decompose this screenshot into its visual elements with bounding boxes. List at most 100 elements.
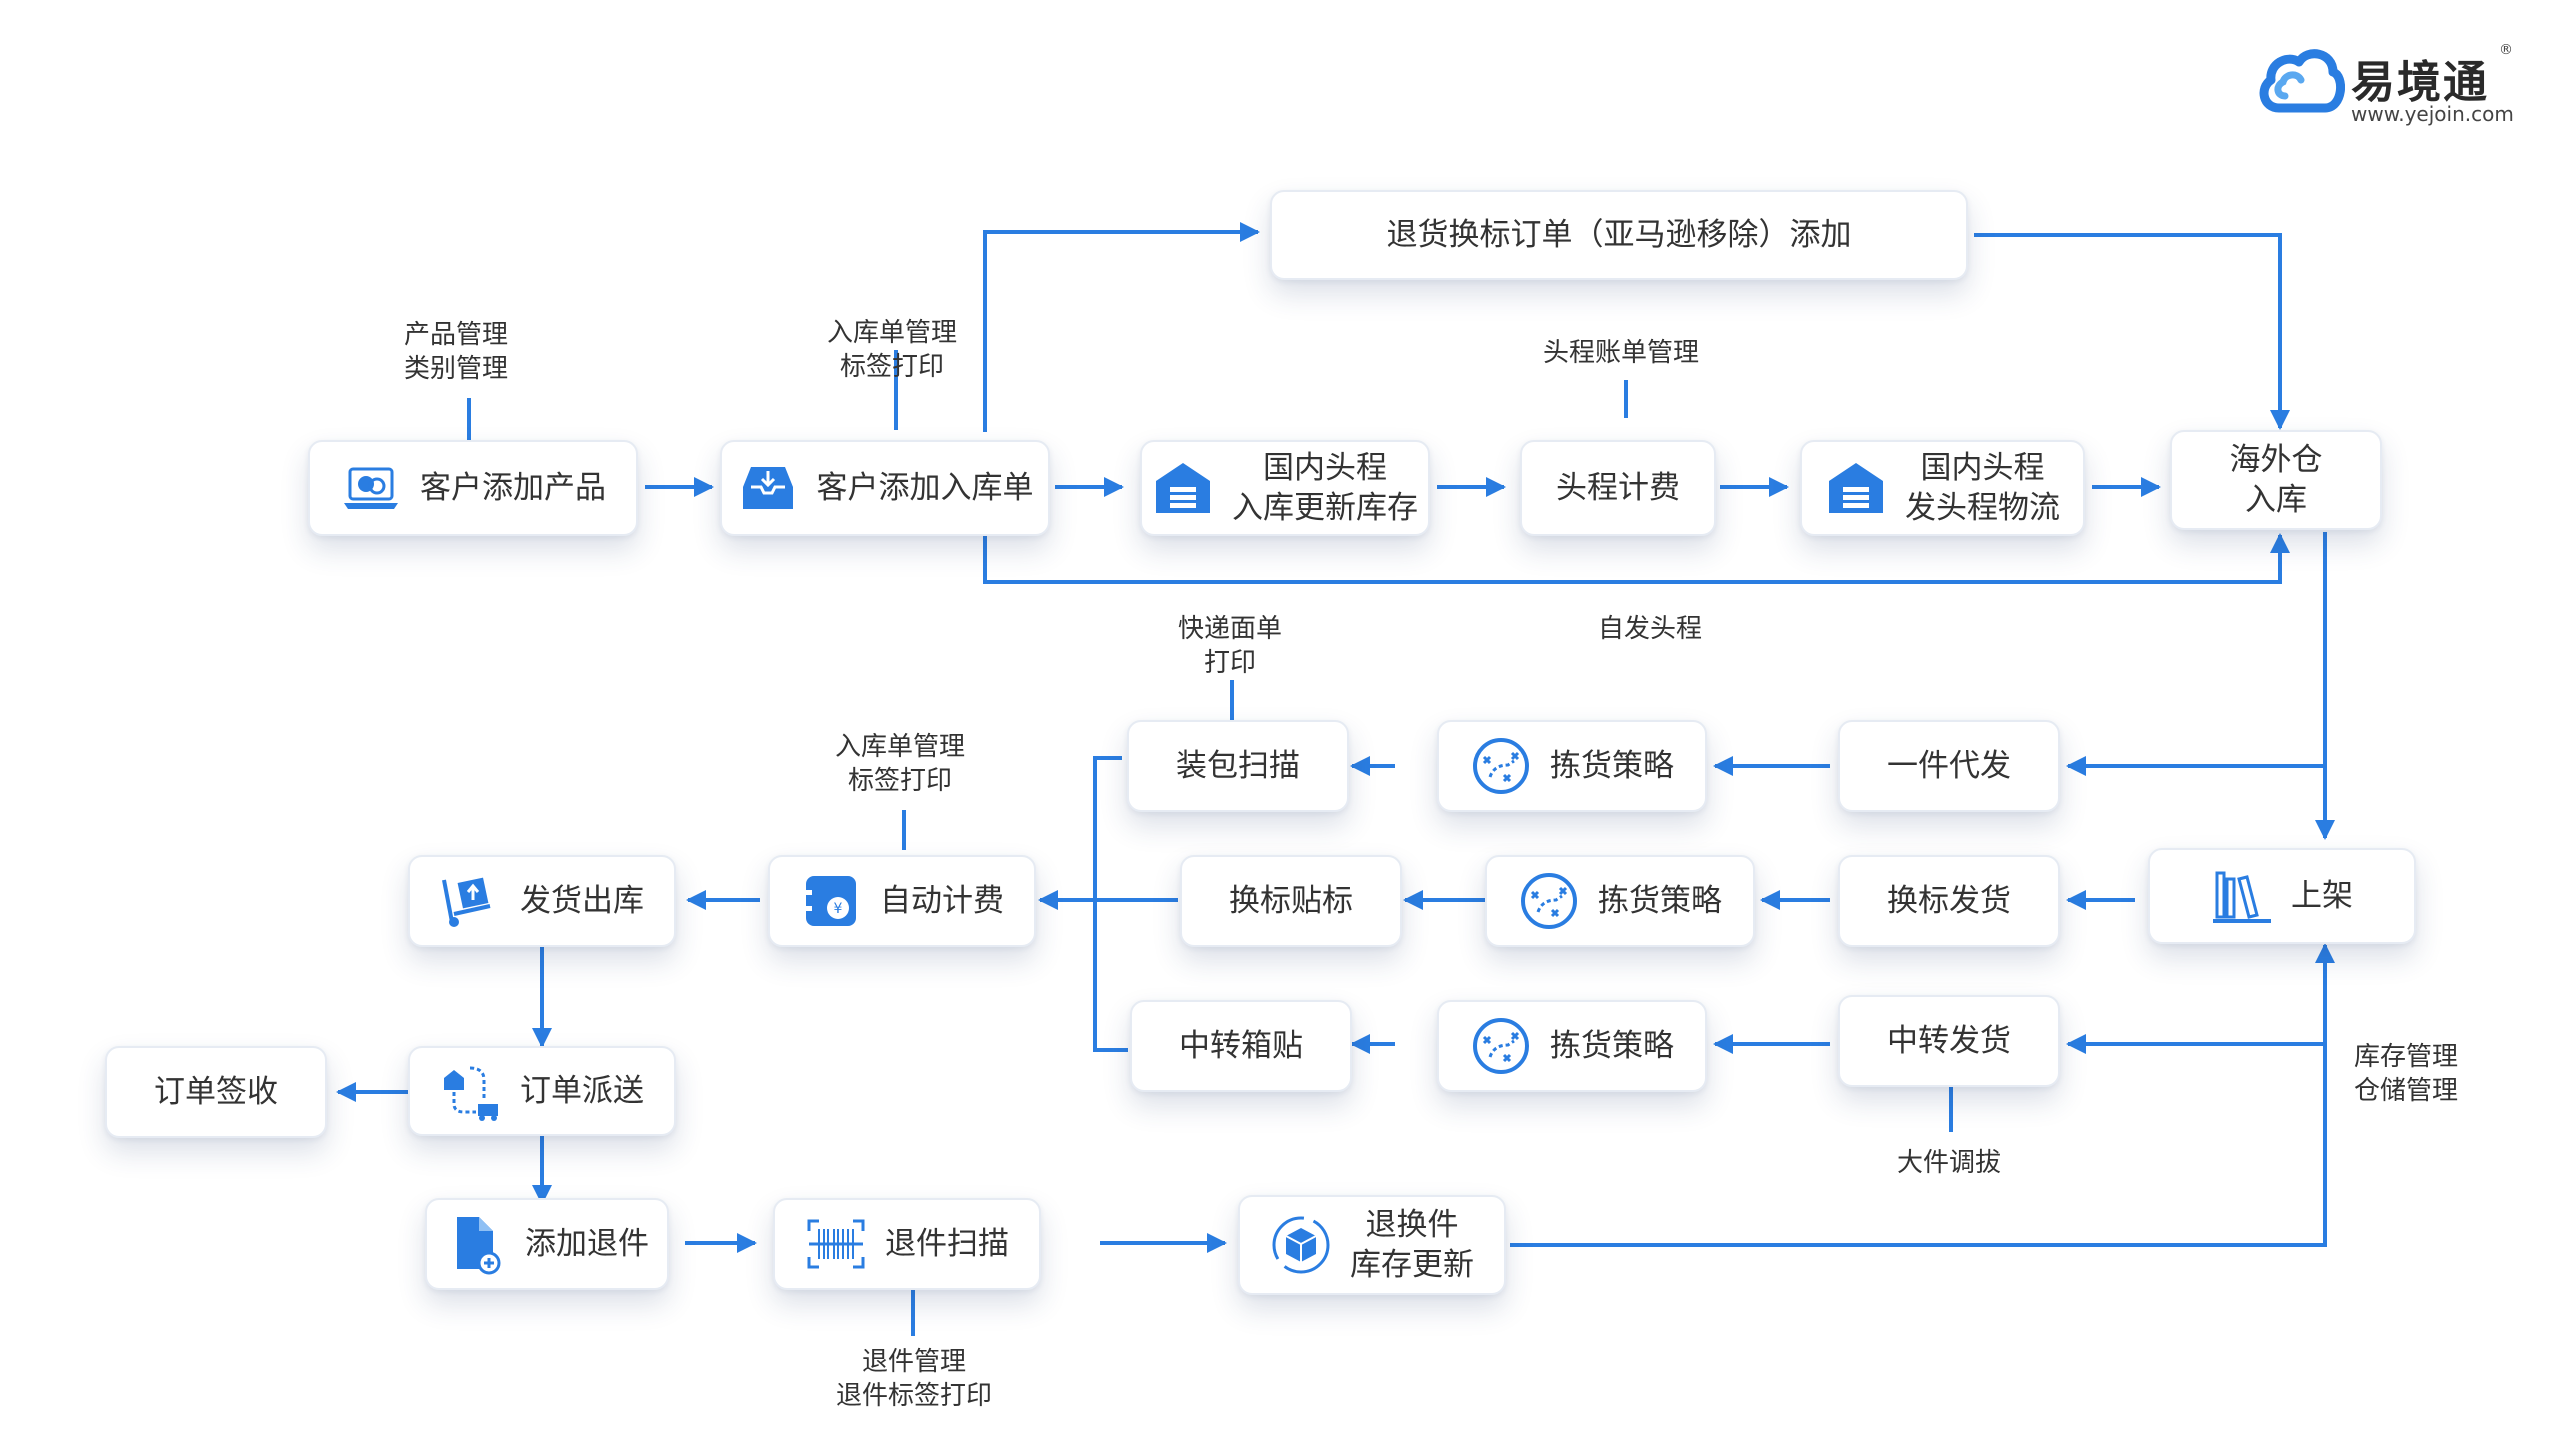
warehouse-icon [1152,457,1214,519]
note-return-mgmt-line1: 退件管理 [862,1347,967,1377]
laptop-payment-icon [340,457,402,519]
relabel-box: 换标贴标 [1180,855,1402,947]
pick-strategy-label-2: 拣货策略 [1598,882,1722,919]
shelve-label: 上架 [2291,877,2353,914]
return-relabel-order-box: 退货换标订单（亚马逊移除）添加 [1270,190,1968,280]
pick-strategy-box-3: 拣货策略 [1437,1000,1707,1092]
warehouse-icon [1825,457,1887,519]
inbox-download-icon [737,457,799,519]
overseas-inbound-box: 海外仓入库 [2170,430,2382,530]
return-scan-label: 退件扫描 [885,1225,1009,1262]
note-first-leg-bill: 头程账单管理 [1543,336,1699,370]
first-leg-billing-label: 头程计费 [1556,469,1680,506]
pick-strategy-label-1: 拣货策略 [1550,747,1674,784]
document-add-icon [445,1213,507,1275]
domestic-ship-line2: 发头程物流 [1905,490,2060,526]
overseas-inbound-label: 海外仓入库 [2230,440,2323,521]
note-first-leg-bill-line1: 头程账单管理 [1543,338,1700,368]
auto-billing-box: ¥ 自动计费 [768,855,1036,947]
note-express-print-line2: 打印 [1204,648,1257,679]
single-dropship-label: 一件代发 [1887,747,2011,784]
add-inbound-order-label: 客户添加入库单 [816,469,1034,506]
note-inbound-mgmt-2-line2: 标签打印 [848,766,953,797]
return-scan-box: 退件扫描 [773,1198,1041,1290]
pack-scan-label: 装包扫描 [1176,747,1300,784]
domestic-inbound-label: 国内头程入库更新库存 [1232,448,1418,529]
add-product-box: 客户添加产品 [308,440,638,536]
note-product-management: 产品管理 类别管理 [404,318,508,387]
return-exchange-label: 退换件库存更新 [1350,1205,1474,1286]
logo-url: www.yejoin.com [2351,102,2514,126]
transfer-box-label-box: 中转箱贴 [1130,1000,1352,1092]
note-self-first-leg: 自发头程 [1598,612,1702,646]
strategy-play-icon [1518,870,1580,932]
transfer-ship-box: 中转发货 [1838,995,2060,1087]
note-express-print-line1: 快递面单 [1178,614,1283,644]
add-return-box: 添加退件 [425,1198,669,1290]
note-express-print: 快递面单 打印 [1178,612,1282,681]
barcode-scan-icon [805,1213,867,1275]
domestic-inbound-line2: 入库更新库存 [1232,490,1418,526]
relabel-label: 换标贴标 [1229,882,1353,919]
strategy-play-icon [1470,1015,1532,1077]
ship-out-box: 发货出库 [408,855,676,947]
note-inventory-mgmt-line2: 仓储管理 [2354,1076,2459,1107]
strategy-play-icon [1470,735,1532,797]
note-return-mgmt-line2: 退件标签打印 [836,1381,993,1412]
books-shelf-icon [2211,865,2273,927]
brand-logo: 易境通 ® www.yejoin.com [2255,38,2515,138]
overseas-inbound-line2: 入库 [2245,482,2307,518]
domestic-inbound-line1: 国内头程 [1263,449,1387,486]
pick-strategy-label-3: 拣货策略 [1550,1027,1674,1064]
transfer-ship-label: 中转发货 [1887,1022,2011,1059]
auto-billing-label: 自动计费 [880,882,1004,919]
add-return-label: 添加退件 [525,1225,649,1262]
note-inbound-mgmt-1-line1: 入库单管理 [827,318,958,348]
pick-strategy-box-2: 拣货策略 [1485,855,1755,947]
domestic-ship-line1: 国内头程 [1920,449,2045,486]
order-sign-label: 订单签收 [154,1073,278,1110]
pick-strategy-box-1: 拣货策略 [1437,720,1707,812]
return-exchange-line2: 库存更新 [1350,1247,1474,1283]
note-inbound-management-2: 入库单管理 标签打印 [835,730,965,799]
domestic-ship-label: 国内头程发头程物流 [1905,448,2060,529]
domestic-ship-box: 国内头程发头程物流 [1800,440,2085,536]
logo-brand-text: 易境通 [2351,57,2489,108]
note-inbound-management-1: 入库单管理 标签打印 [827,316,957,385]
note-self-first-leg-line1: 自发头程 [1598,614,1703,644]
return-exchange-line1: 退换件 [1365,1206,1459,1243]
return-relabel-order-label: 退货换标订单（亚马逊移除）添加 [1386,216,1852,253]
cube-refresh-icon [1270,1214,1332,1276]
first-leg-billing-box: 头程计费 [1520,440,1716,536]
add-inbound-order-box: 客户添加入库单 [720,440,1050,536]
note-inbound-mgmt-1-line2: 标签打印 [840,352,945,383]
note-large-transfer: 大件调拔 [1897,1146,2001,1180]
transfer-box-label-label: 中转箱贴 [1179,1027,1303,1064]
note-large-transfer-line1: 大件调拔 [1897,1148,2002,1178]
ship-out-label: 发货出库 [520,882,644,919]
delivery-route-icon [440,1060,502,1122]
note-product-mgmt-line2: 类别管理 [404,354,509,385]
note-inbound-mgmt-2-line1: 入库单管理 [835,732,966,762]
order-delivery-label: 订单派送 [520,1072,644,1109]
single-dropship-box: 一件代发 [1838,720,2060,812]
logo-registered-mark: ® [2499,42,2513,58]
note-inventory-mgmt-line1: 库存管理 [2354,1042,2459,1072]
order-delivery-box: 订单派送 [408,1046,676,1136]
note-return-management: 退件管理 退件标签打印 [836,1345,992,1414]
order-sign-box: 订单签收 [105,1046,327,1138]
cloud-logo-icon [2259,49,2345,113]
svg-text:¥: ¥ [834,901,843,917]
hand-truck-icon [440,870,502,932]
return-exchange-box: 退换件库存更新 [1238,1195,1506,1295]
relabel-ship-label: 换标发货 [1887,882,2011,919]
wallet-yuan-icon: ¥ [800,870,862,932]
pack-scan-box: 装包扫描 [1127,720,1349,812]
shelve-box: 上架 [2148,848,2416,944]
note-inventory-management: 库存管理 仓储管理 [2354,1040,2458,1109]
overseas-inbound-line1: 海外仓 [2229,441,2323,478]
note-product-mgmt-line1: 产品管理 [404,320,509,350]
add-product-label: 客户添加产品 [420,469,606,506]
